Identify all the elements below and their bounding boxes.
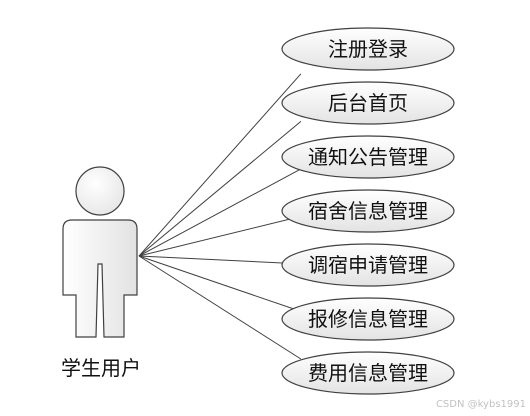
use-case-label: 费用信息管理 bbox=[308, 361, 428, 385]
watermark: CSDN @kybs1991 bbox=[435, 399, 526, 410]
association-lines bbox=[138, 73, 302, 360]
student-actor: 学生用户 bbox=[61, 166, 141, 380]
use-case-label: 报修信息管理 bbox=[308, 307, 428, 331]
use-case-ellipse bbox=[281, 297, 455, 341]
association-line bbox=[138, 168, 302, 257]
association-line bbox=[138, 73, 302, 257]
association-line bbox=[138, 255, 302, 312]
use-case-node: 注册登录 bbox=[281, 27, 455, 71]
use-case-ellipse bbox=[281, 81, 455, 125]
association-line bbox=[138, 215, 302, 257]
association-line bbox=[138, 255, 301, 265]
actor-head bbox=[75, 166, 125, 216]
use-case-label: 后台首页 bbox=[328, 91, 408, 115]
use-case-label: 注册登录 bbox=[328, 37, 408, 61]
use-case-ellipse bbox=[281, 351, 455, 395]
use-case-ellipse bbox=[281, 243, 455, 287]
use-case-label: 调宿申请管理 bbox=[308, 253, 428, 277]
actor-body bbox=[62, 219, 138, 338]
use-case-ellipse bbox=[281, 189, 455, 233]
use-case-node: 后台首页 bbox=[281, 81, 455, 125]
use-case-label: 通知公告管理 bbox=[308, 145, 428, 169]
use-case-node: 费用信息管理 bbox=[281, 351, 455, 395]
use-case-ellipse bbox=[281, 135, 455, 179]
association-line bbox=[138, 255, 302, 360]
use-case-node: 调宿申请管理 bbox=[281, 243, 455, 287]
use-case-ellipse bbox=[281, 27, 455, 71]
use-case-node: 通知公告管理 bbox=[281, 135, 455, 179]
use-case-node: 宿舍信息管理 bbox=[281, 189, 455, 233]
actor-label: 学生用户 bbox=[61, 356, 141, 380]
use-case-node: 报修信息管理 bbox=[281, 297, 455, 341]
association-line bbox=[138, 121, 302, 257]
use-case-label: 宿舍信息管理 bbox=[308, 199, 428, 223]
